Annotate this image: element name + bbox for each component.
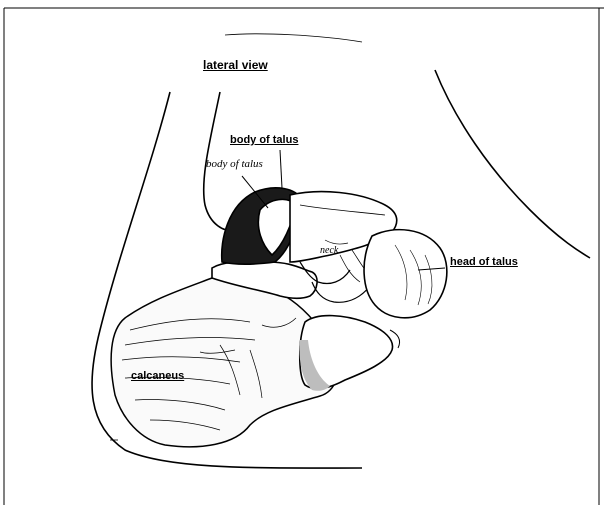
- label-body-of-talus: body of talus: [230, 134, 298, 146]
- label-body-of-talus-handwritten: body of talus: [206, 158, 263, 170]
- navicular-shape: [300, 316, 400, 391]
- talus-head-shape: [364, 230, 447, 318]
- label-neck: neck: [320, 245, 338, 256]
- label-head-of-talus: head of talus: [450, 256, 518, 268]
- label-calcaneus: calcaneus: [131, 370, 184, 382]
- diagram-title: lateral view: [203, 58, 268, 72]
